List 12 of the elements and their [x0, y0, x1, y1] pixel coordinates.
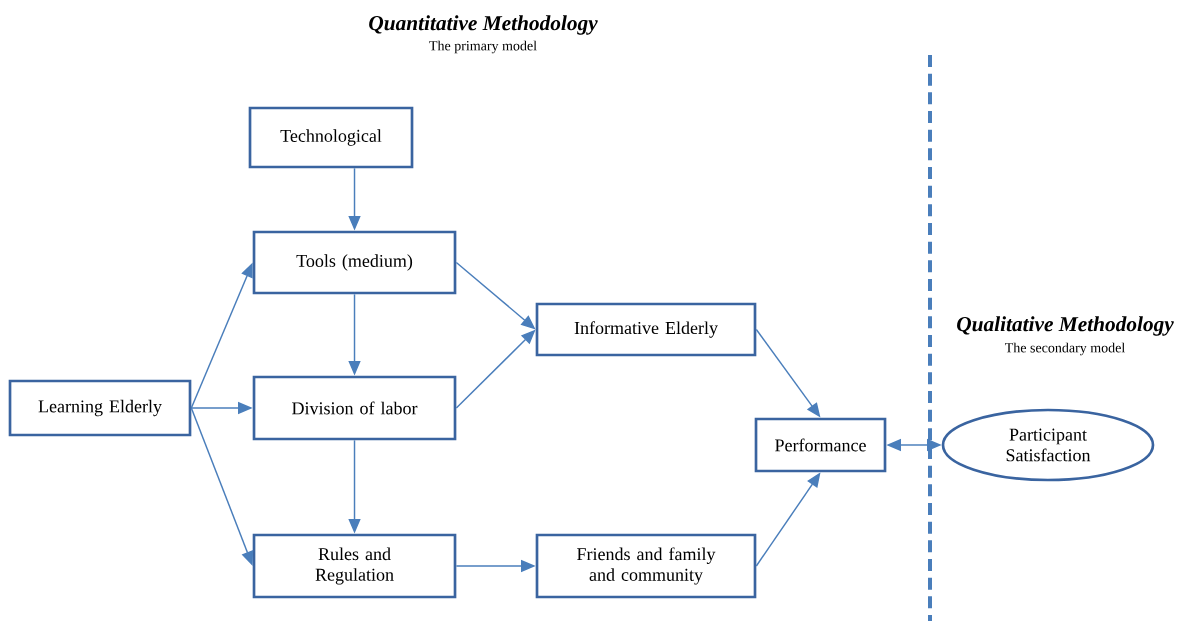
- process-box: Technological: [248, 106, 414, 169]
- process-box: Informative Elderly: [535, 302, 757, 357]
- process-box: Learning Elderly: [8, 379, 192, 437]
- process-box: Performance: [754, 417, 887, 473]
- section-heading: Quantitative Methodology: [369, 15, 598, 35]
- section-subheading: The primary model: [429, 40, 537, 54]
- section-subheading: The secondary model: [1005, 342, 1125, 356]
- section-heading: Qualitative Methodology: [957, 316, 1174, 336]
- process-box: Rules and Regulation: [252, 533, 457, 599]
- process-box: Friends and family and community: [535, 533, 757, 599]
- process-box: Tools (medium): [252, 230, 457, 295]
- process-box: Division of labor: [252, 375, 457, 441]
